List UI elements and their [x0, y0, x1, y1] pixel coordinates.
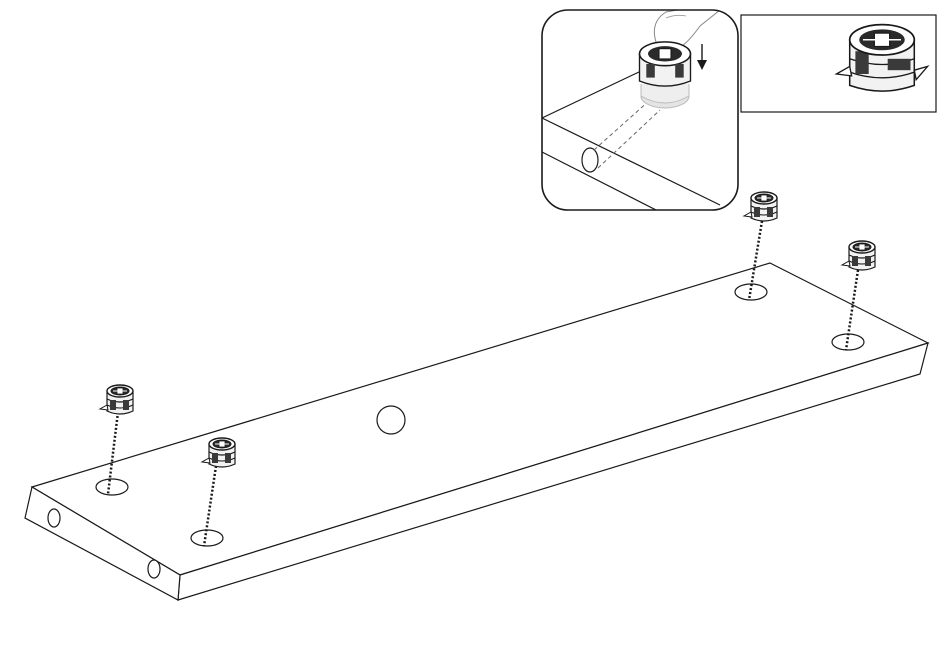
- inset-cam-lock-fitting: [640, 42, 691, 86]
- board-panel: [25, 263, 928, 600]
- end-hole-2: [148, 560, 160, 578]
- cam-lock-fitting-4: [842, 241, 875, 270]
- cam-lock-fitting-1: [100, 385, 133, 414]
- cam-hole-1: [96, 479, 128, 495]
- end-hole-1: [48, 509, 60, 527]
- board-top-face: [32, 263, 928, 575]
- center-hole: [377, 406, 405, 434]
- cam-lock-fitting-3: [744, 192, 777, 221]
- cam-hole-3: [735, 284, 767, 300]
- detail-inset-insertion: [542, 6, 738, 212]
- cam-hole-2: [191, 530, 223, 546]
- detail-inset-fitting-closeup: [741, 15, 936, 112]
- inset-side-hole: [582, 148, 598, 172]
